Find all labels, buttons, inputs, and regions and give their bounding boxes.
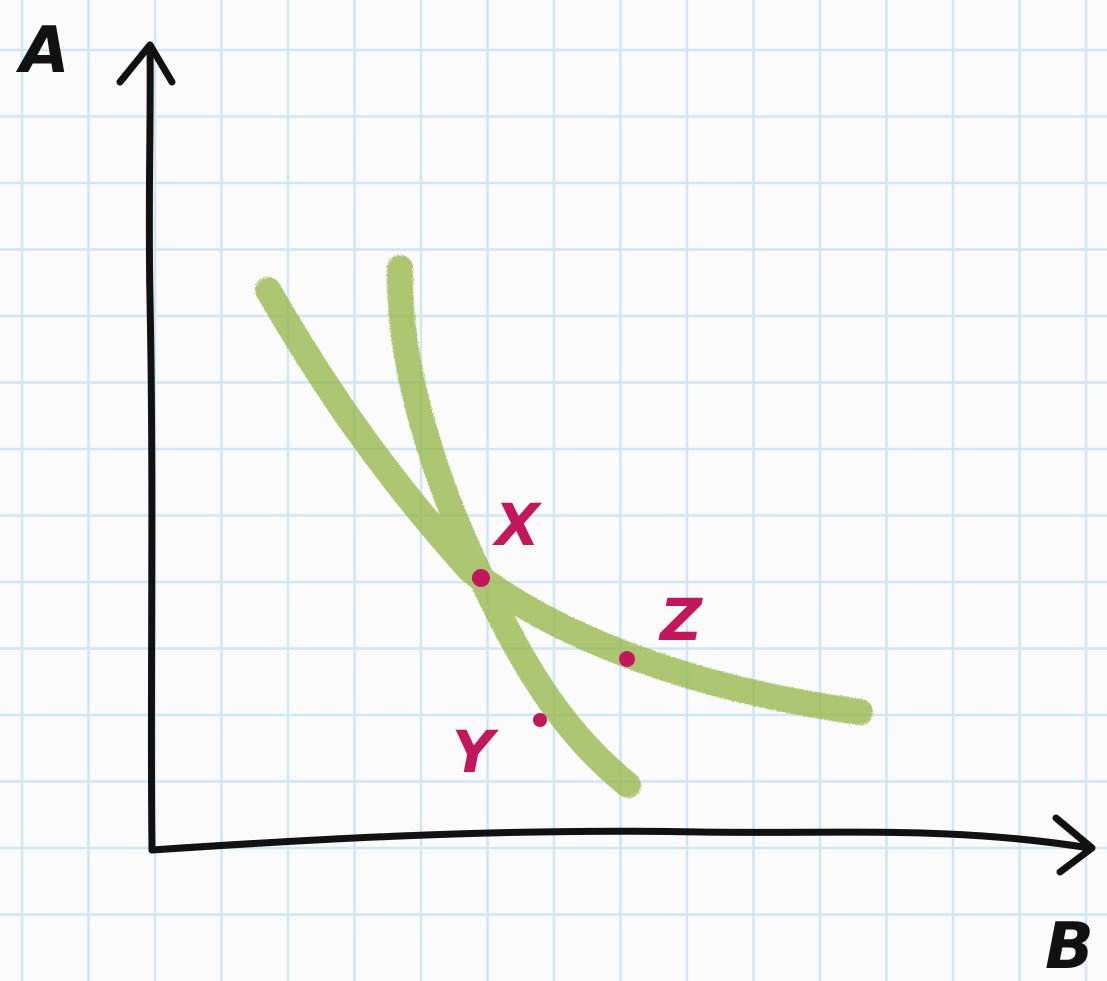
point-z-label: Z <box>658 586 703 654</box>
vertical-axis-arrowhead <box>116 41 176 86</box>
horizontal-axis <box>148 827 1094 854</box>
axes <box>116 41 1096 876</box>
point-z-dot <box>619 651 635 667</box>
horizontal-axis-label: B <box>1045 910 1094 981</box>
point-y-dot <box>533 713 547 727</box>
horizontal-axis-arrowhead <box>1052 814 1096 876</box>
curves <box>255 255 873 798</box>
point-x-dot <box>472 569 490 587</box>
vertical-axis <box>145 41 156 854</box>
point-x-label: X <box>492 491 543 559</box>
point-y-label: Y <box>452 718 499 786</box>
vertical-axis-label: A <box>15 14 70 88</box>
